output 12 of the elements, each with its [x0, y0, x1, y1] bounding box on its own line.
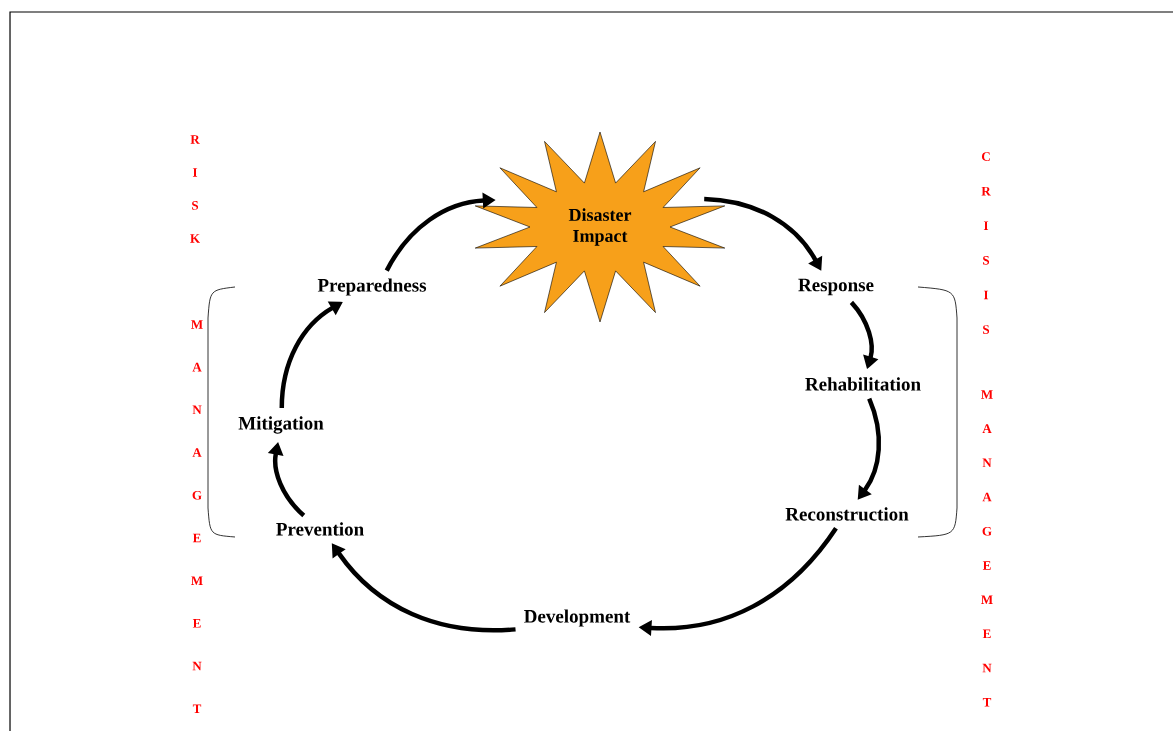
vertical-label: R I S K — [190, 135, 200, 243]
stage-label: Response — [798, 278, 874, 296]
stage-label: Prevention — [276, 522, 364, 536]
stage-label: Reconstruction — [785, 507, 909, 521]
stage-label: Rehabilitation — [805, 377, 921, 391]
stage-label: Mitigation — [238, 416, 324, 434]
vertical-label: M A N A G E M E N T — [981, 390, 993, 707]
star-burst: Disaster Impact — [474, 131, 726, 323]
stage-label: Development — [524, 609, 631, 627]
vertical-label: C R I S I S — [981, 152, 991, 334]
vertical-label: M A N A G E M E N T — [191, 320, 203, 713]
stage-label: Preparedness — [317, 278, 427, 296]
